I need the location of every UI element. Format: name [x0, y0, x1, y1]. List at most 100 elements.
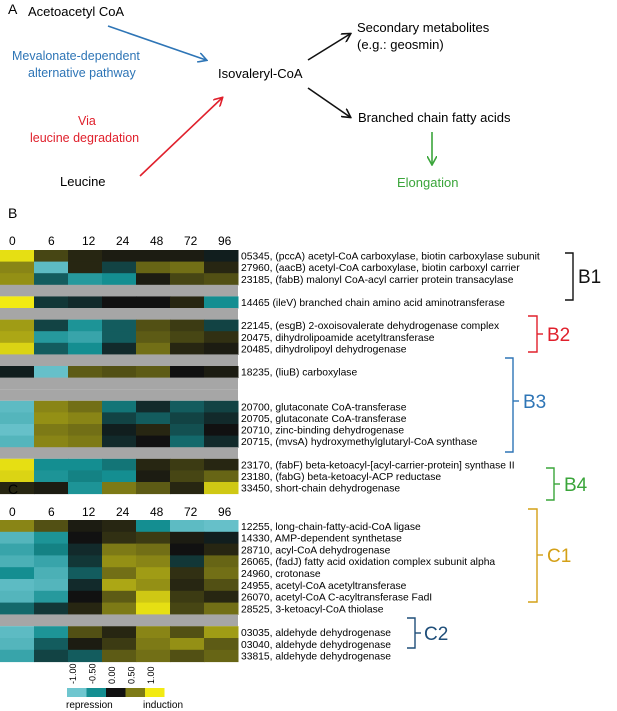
c-separator-row [0, 614, 238, 627]
b-cell-r13-c0 [0, 400, 35, 413]
b-cell-r18-c3 [102, 458, 137, 471]
c-gene-label: 24960, crotonase [241, 569, 321, 580]
b-cell-r19-c0 [0, 470, 35, 483]
c-cell-r6-c1 [34, 590, 69, 604]
b-cell-r10-c5 [170, 366, 205, 379]
c-cell-r3-c6 [204, 555, 239, 568]
b-cell-r4-c2 [68, 296, 103, 309]
b-cell-r8-c2 [68, 342, 103, 355]
b-cell-r6-c0 [0, 319, 35, 332]
c-cell-r2-c5 [170, 543, 205, 556]
b-cell-r16-c6 [204, 435, 239, 448]
b-cell-r18-c2 [68, 458, 103, 471]
c-cell-r3-c5 [170, 555, 205, 568]
c-cell-r7-c1 [34, 602, 69, 615]
b1-label: B1 [578, 267, 601, 288]
b-cell-r4-c1 [34, 296, 69, 309]
c-cell-r4-c1 [34, 567, 69, 580]
b-cell-r8-c3 [102, 342, 137, 355]
b-gene-label: 20475, dihydrolipoamide acetyltransferas… [241, 333, 435, 344]
b-cell-r19-c2 [68, 470, 103, 483]
legend-tick-2: 0.00 [107, 666, 117, 684]
c-cell-r9-c3 [102, 626, 137, 639]
elongation-label: Elongation [397, 175, 458, 190]
b-cell-r14-c4 [136, 412, 171, 425]
b-cell-r2-c1 [34, 273, 69, 286]
c-cell-r6-c2 [68, 590, 103, 604]
c-cell-r5-c1 [34, 579, 69, 592]
b-cell-r19-c5 [170, 470, 205, 483]
b4-label: B4 [564, 475, 588, 496]
b3-bracket [505, 357, 514, 453]
b-cell-r19-c4 [136, 470, 171, 483]
b-timepoint-6: 6 [48, 234, 55, 248]
c-gene-label: 03040, aldehyde dehydrogenase [241, 640, 391, 651]
legend-tick-0: -1.00 [68, 663, 78, 684]
c-cell-r5-c4 [136, 579, 171, 592]
c-cell-r10-c1 [34, 638, 69, 651]
c-cell-r10-c5 [170, 638, 205, 651]
legend-tick-labels: -1.00 -0.50 0.00 0.50 1.00 [68, 663, 156, 684]
b-cell-r1-c0 [0, 261, 35, 274]
b-cell-r13-c1 [34, 400, 69, 413]
panel-b-label: B [8, 205, 17, 221]
b-cell-r10-c2 [68, 366, 103, 379]
b-cell-r2-c0 [0, 273, 35, 286]
c-cell-r0-c5 [170, 520, 205, 533]
b-cell-r6-c4 [136, 319, 171, 332]
b-cell-r2-c2 [68, 273, 103, 286]
c-cell-r5-c5 [170, 579, 205, 592]
c-cell-r1-c3 [102, 531, 137, 545]
b-cell-r19-c3 [102, 470, 137, 483]
b-gene-label: 20705, glutaconate CoA-transferase [241, 414, 407, 425]
b-cell-r1-c4 [136, 261, 171, 274]
b-cell-r18-c6 [204, 458, 239, 471]
c-cell-r1-c4 [136, 531, 171, 545]
c1-label: C1 [547, 546, 571, 567]
b-cell-r0-c6 [204, 250, 239, 263]
c-cell-r9-c4 [136, 626, 171, 639]
b2-bracket [528, 315, 538, 353]
b-cell-r20-c4 [136, 482, 171, 495]
b-cell-r18-c0 [0, 458, 35, 471]
legend-swatch-3 [125, 688, 145, 697]
b-cell-r16-c5 [170, 435, 205, 448]
c-cell-r4-c0 [0, 567, 35, 580]
c-cell-r3-c3 [102, 555, 137, 568]
b-cell-r15-c5 [170, 424, 205, 437]
c-gene-label: 26065, (fadJ) fatty acid oxidation compl… [241, 557, 495, 568]
b-timepoint-12: 12 [82, 234, 96, 248]
c-cell-r11-c5 [170, 649, 205, 663]
b-cell-r20-c6 [204, 482, 239, 495]
b-gene-label: 23185, (fabB) malonyl CoA-acyl carrier p… [241, 275, 514, 286]
c-cell-r11-c1 [34, 649, 69, 663]
legend-tick-3: 0.50 [127, 666, 137, 684]
c-gene-label: 03035, aldehyde dehydrogenase [241, 628, 391, 639]
b-cell-r8-c6 [204, 342, 239, 355]
b-cell-r14-c5 [170, 412, 205, 425]
b-cell-r2-c5 [170, 273, 205, 286]
legend-tick-1: -0.50 [88, 663, 98, 684]
c-cell-r10-c2 [68, 638, 103, 651]
b-separator-row [0, 377, 238, 390]
b-gene-label: 23170, (fabF) beta-ketoacyl-[acyl-carrie… [241, 460, 515, 471]
b-cell-r6-c2 [68, 319, 103, 332]
b-cell-r7-c2 [68, 331, 103, 344]
c-gene-label: 28525, 3-ketoacyl-CoA thiolase [241, 604, 384, 615]
b-cell-r16-c0 [0, 435, 35, 448]
leucine-degradation-label: leucine degradation [30, 131, 139, 145]
b-cell-r8-c5 [170, 342, 205, 355]
b-gene-label: 20710, zinc-binding dehydrogenase [241, 426, 404, 437]
b-cell-r20-c5 [170, 482, 205, 495]
c-cell-r3-c0 [0, 555, 35, 568]
legend-tick-4: 1.00 [146, 666, 156, 684]
b-separator-row [0, 447, 238, 459]
b-cell-r10-c6 [204, 366, 239, 379]
b-cell-r1-c3 [102, 261, 137, 274]
c1-bracket [528, 508, 538, 603]
b-cell-r6-c5 [170, 319, 205, 332]
b-cell-r13-c2 [68, 400, 103, 413]
c-timepoint-72: 72 [184, 505, 198, 519]
c-cell-r1-c0 [0, 531, 35, 545]
